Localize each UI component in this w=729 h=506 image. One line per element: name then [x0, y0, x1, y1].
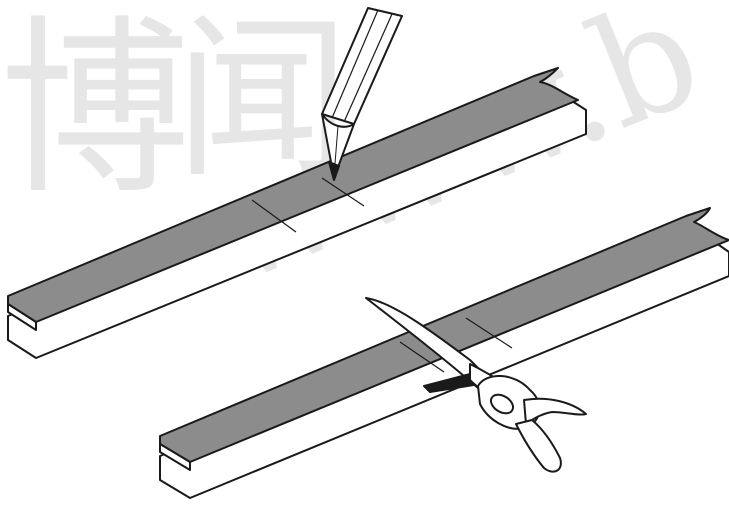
upper-mark-line-1	[251, 199, 297, 233]
pencil-tip-line	[333, 125, 339, 177]
pencil-groove-1	[331, 9, 379, 119]
scissors-handle-lower	[515, 419, 562, 473]
pencil-groove-2	[343, 13, 393, 123]
lower-mark-line-1	[399, 341, 445, 373]
upper-strip-top	[7, 67, 579, 323]
lower-mark-line-2	[465, 317, 513, 349]
scissors-handle-upper-hole	[489, 393, 515, 415]
upper-strip-edge	[7, 303, 37, 331]
scissors-icon	[365, 297, 587, 473]
pencil-icon	[321, 7, 403, 181]
pencil-tip	[321, 113, 355, 179]
watermark-glyph-1: 博	[0, 0, 190, 220]
upper-mark-line-2	[321, 177, 365, 207]
scissors-finger-rest	[523, 397, 587, 425]
lower-strip-top	[159, 207, 729, 463]
lower-strip	[159, 207, 729, 499]
lower-strip-edge	[159, 443, 191, 471]
upper-strip	[7, 67, 587, 359]
